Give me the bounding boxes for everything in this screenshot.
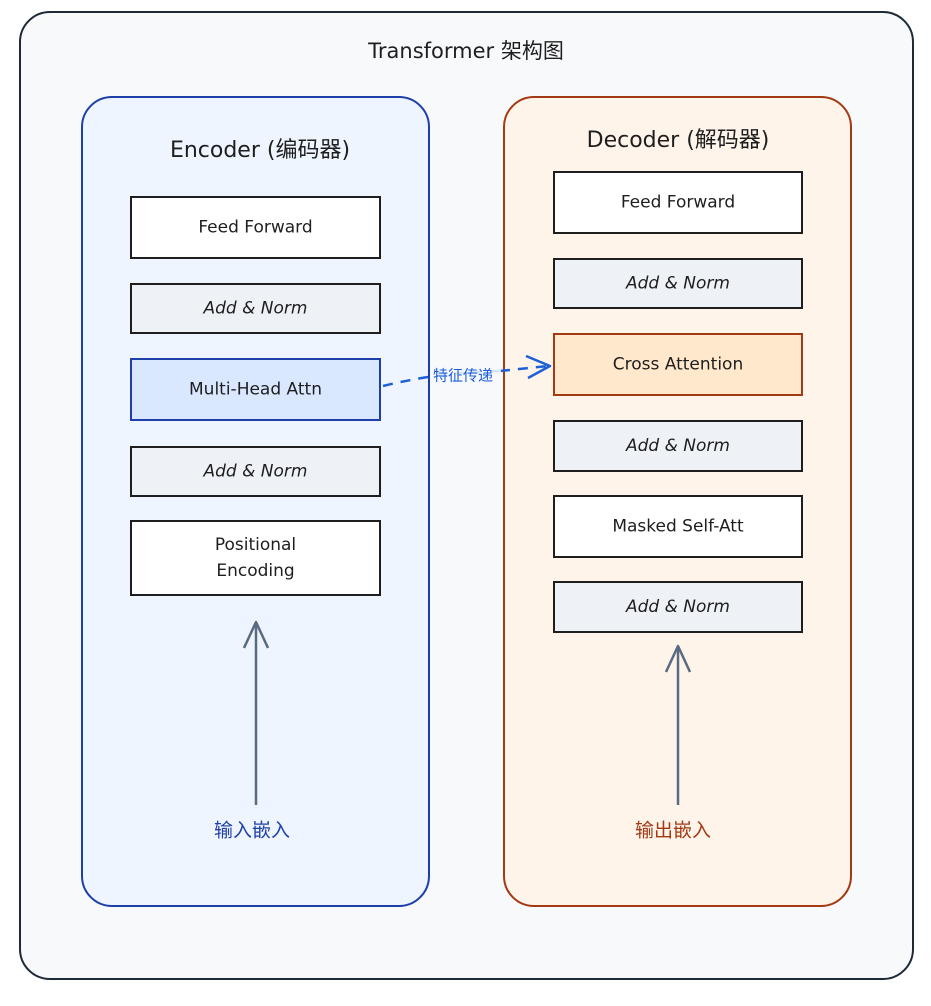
- decoder-block-feed-forward-box: [553, 171, 803, 234]
- decoder-block-add-norm-box: [553, 420, 803, 472]
- encoder-input-arrow: [242, 620, 270, 805]
- decoder-input-arrow: [664, 644, 692, 805]
- encoder-block-add-norm-label: Add & Norm: [203, 299, 308, 319]
- decoder-block-add-norm-box: [553, 258, 803, 309]
- encoder-block-multi-head-attn-label: Multi-Head Attn: [189, 380, 322, 400]
- encoder-block-multi-head-attn-box: [130, 358, 381, 421]
- feature-transfer-label-bg: [431, 364, 501, 386]
- decoder-block-cross-attention-label: Cross Attention: [613, 355, 743, 375]
- encoder-title: Encoder (编码器): [170, 138, 350, 163]
- decoder-input-label: 输出嵌入: [635, 820, 711, 842]
- encoder-block-add-norm-box: [130, 283, 381, 334]
- encoder-block-positional-encoding-label: Encoding: [216, 561, 294, 581]
- decoder-block-feed-forward-label: Feed Forward: [621, 193, 735, 213]
- decoder-block-add-norm-label: Add & Norm: [625, 597, 730, 617]
- feature-transfer-label: 特征传递: [433, 367, 493, 385]
- encoder-block-feed-forward-box: [130, 196, 381, 259]
- encoder-block-positional-encoding-box: [130, 520, 381, 596]
- decoder-block-add-norm-box: [553, 581, 803, 633]
- encoder-input-label: 输入嵌入: [214, 820, 290, 842]
- encoder-block-positional-encoding-label: Positional: [215, 535, 296, 555]
- decoder-block-masked-self-att-label: Masked Self-Att: [612, 517, 744, 537]
- diagram-title: Transformer 架构图: [367, 39, 564, 63]
- decoder-block-add-norm-label: Add & Norm: [625, 274, 730, 294]
- decoder-title: Decoder (解码器): [587, 128, 770, 153]
- encoder-block-add-norm-label: Add & Norm: [203, 462, 308, 482]
- encoder-block-feed-forward-label: Feed Forward: [198, 218, 312, 238]
- decoder-block-cross-attention-box: [553, 333, 803, 396]
- decoder-block-add-norm-label: Add & Norm: [625, 436, 730, 456]
- decoder-block-masked-self-att-box: [553, 495, 803, 558]
- encoder-block-add-norm-box: [130, 446, 381, 497]
